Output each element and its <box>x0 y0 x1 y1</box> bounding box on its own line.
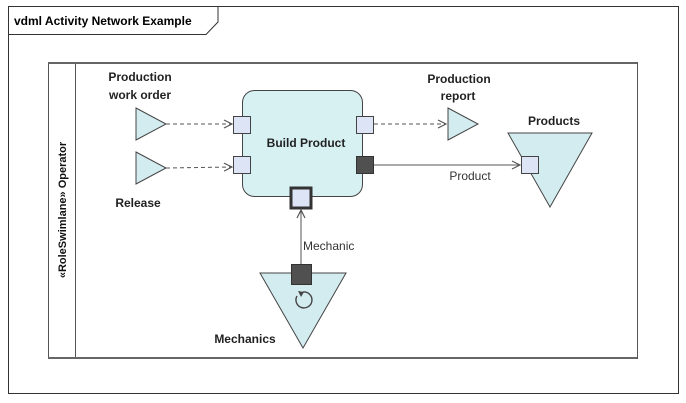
input-label-work-order-line2: work order <box>108 88 171 102</box>
swimlane-label: «RoleSwimlane» Operator <box>57 141 69 278</box>
store-input-port[interactable] <box>521 156 539 174</box>
frame-title-tab <box>8 6 219 35</box>
output-label-report-line1: Production <box>427 72 490 86</box>
store-label: Products <box>528 114 580 128</box>
output-port-product[interactable] <box>356 156 374 174</box>
output-triangle-report[interactable] <box>447 107 480 141</box>
input-port-mechanic[interactable] <box>289 186 313 210</box>
cycle-icon <box>295 291 313 309</box>
activity-label: Build Product <box>267 136 346 150</box>
input-triangle-work-order[interactable] <box>135 107 168 141</box>
diagram-frame <box>8 6 679 394</box>
diagram-title: vdml Activity Network Example <box>14 14 192 28</box>
input-triangle-release[interactable] <box>135 151 168 185</box>
input-label-work-order-line1: Production <box>108 70 171 84</box>
flow-mechanic-label: Mechanic <box>303 239 354 253</box>
input-label-release: Release <box>115 196 161 210</box>
pool-output-port[interactable] <box>291 264 312 285</box>
output-port-report[interactable] <box>356 116 374 134</box>
input-port-work-order[interactable] <box>233 116 251 134</box>
flow-product-label: Product <box>449 169 491 183</box>
output-label-report-line2: report <box>441 89 476 103</box>
pool-label: Mechanics <box>214 332 276 346</box>
input-port-release[interactable] <box>233 156 251 174</box>
